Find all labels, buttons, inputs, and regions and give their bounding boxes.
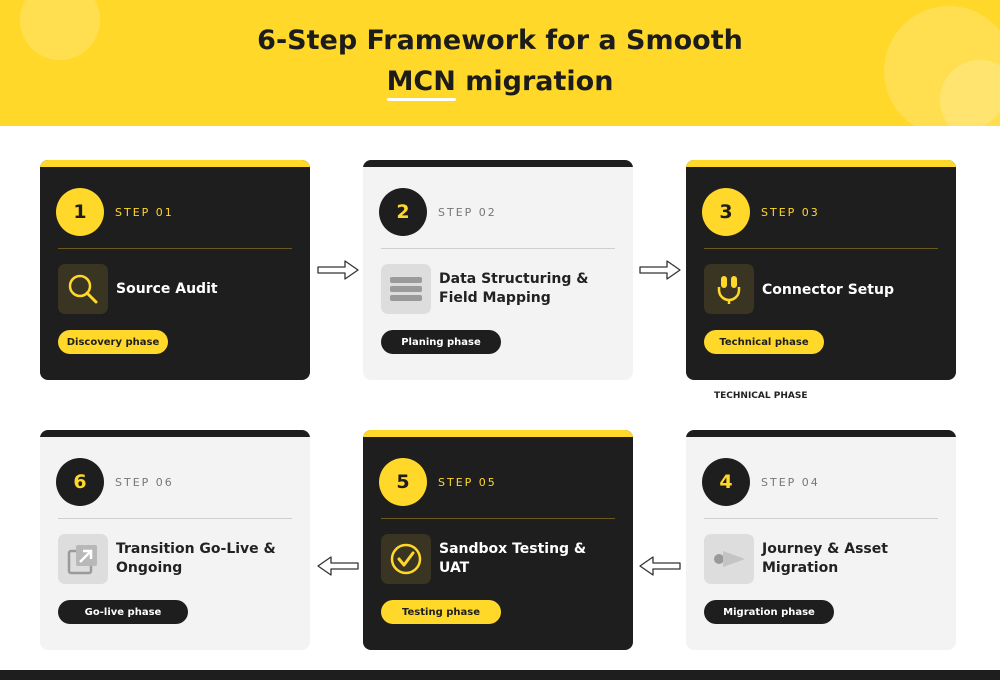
arrow-left-icon: [317, 556, 359, 576]
arrow-right-icon: [317, 260, 359, 280]
step-number: 6: [56, 458, 104, 506]
title-highlight: MCN: [386, 66, 457, 101]
card-top-bar: [686, 430, 956, 437]
step-card-4: 4 STEP 04 Journey & Asset Migration Migr…: [686, 430, 956, 650]
magnifier-icon: [58, 264, 108, 314]
step-card-3: 3 STEP 03 Connector Setup Technical phas…: [686, 160, 956, 380]
plug-icon: [704, 264, 754, 314]
step-number: 5: [379, 458, 427, 506]
step-number: 2: [379, 188, 427, 236]
header-banner: 6-Step Framework for a Smooth MCN migrat…: [0, 0, 1000, 126]
step-card-2: 2 STEP 02 Data Structuring & Field Mappi…: [363, 160, 633, 380]
step-title: Transition Go-Live & Ongoing: [116, 541, 276, 576]
card-top-bar: [40, 160, 310, 167]
divider: [381, 518, 615, 519]
step-label: STEP 02: [438, 206, 497, 219]
title-rest: migration: [455, 66, 614, 97]
step-card-1: 1 STEP 01 Source Audit Discovery phase: [40, 160, 310, 380]
page-title-line1: 6-Step Framework for a Smooth: [257, 25, 743, 56]
step-label: STEP 06: [115, 476, 174, 489]
step-card-5: 5 STEP 05 Sandbox Testing & UAT Testing …: [363, 430, 633, 650]
step-title: Data Structuring & Field Mapping: [439, 271, 589, 306]
page-title-line2: MCN migration: [0, 66, 1000, 101]
step-number: 3: [702, 188, 750, 236]
step-label: STEP 05: [438, 476, 497, 489]
go-live-icon: [58, 534, 108, 584]
step-number: 4: [702, 458, 750, 506]
check-circle-icon: [381, 534, 431, 584]
divider: [58, 248, 292, 249]
phase-badge: Planing phase: [381, 330, 501, 354]
step-title: Source Audit: [116, 281, 218, 297]
step-title: Journey & Asset Migration: [762, 541, 888, 576]
step-label: STEP 04: [761, 476, 820, 489]
footer-bar: [0, 670, 1000, 680]
divider: [704, 248, 938, 249]
step-label: STEP 01: [115, 206, 174, 219]
phase-badge: Technical phase: [704, 330, 824, 354]
arrow-left-icon: [639, 556, 681, 576]
divider: [58, 518, 292, 519]
step-number: 1: [56, 188, 104, 236]
card-top-bar: [40, 430, 310, 437]
phase-badge: Testing phase: [381, 600, 501, 624]
decorative-circle: [884, 6, 1000, 126]
card-top-bar: [686, 160, 956, 167]
technical-phase-note: TECHNICAL PHASE: [714, 391, 808, 401]
phase-badge: Discovery phase: [58, 330, 168, 354]
migration-arrow-icon: [704, 534, 754, 584]
step-label: STEP 03: [761, 206, 820, 219]
phase-badge: Go-live phase: [58, 600, 188, 624]
step-title: Sandbox Testing & UAT: [439, 541, 587, 576]
divider: [704, 518, 938, 519]
card-top-bar: [363, 160, 633, 167]
step-title: Connector Setup: [762, 282, 894, 298]
arrow-right-icon: [639, 260, 681, 280]
list-lines-icon: [381, 264, 431, 314]
card-top-bar: [363, 430, 633, 437]
phase-badge: Migration phase: [704, 600, 834, 624]
step-card-6: 6 STEP 06 Transition Go-Live & Ongoing G…: [40, 430, 310, 650]
divider: [381, 248, 615, 249]
